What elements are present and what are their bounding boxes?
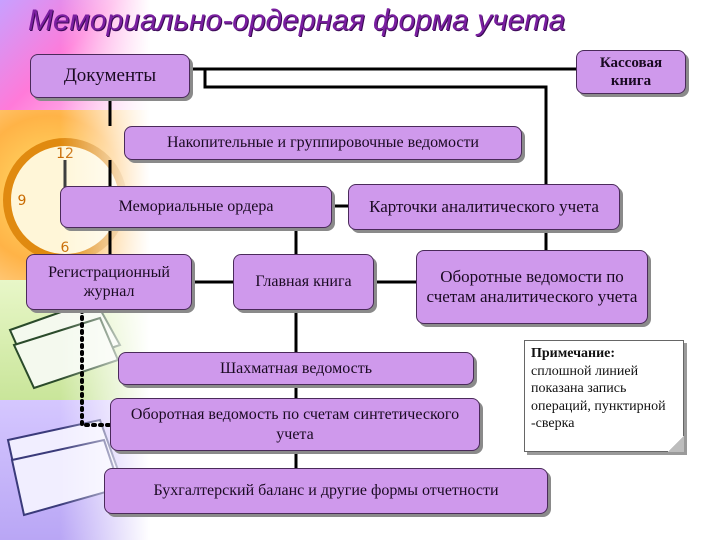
note-heading: Примечание: bbox=[531, 346, 616, 361]
box-general-ledger: Главная книга bbox=[233, 254, 374, 310]
box-cash-book: Кассовая книга bbox=[576, 50, 686, 94]
box-documents: Документы bbox=[30, 54, 190, 98]
box-analytic-turnover-label: Оборотные ведомости по счетам аналитичес… bbox=[426, 266, 638, 306]
box-synthetic-turnover: Оборотная ведомость по счетам синтетичес… bbox=[110, 398, 480, 451]
box-documents-label: Документы bbox=[63, 64, 157, 86]
note-fold-icon bbox=[668, 436, 684, 452]
box-synthetic-turnover-label: Оборотная ведомость по счетам синтетичес… bbox=[130, 406, 460, 443]
box-analytic-turnover: Оборотные ведомости по счетам аналитичес… bbox=[416, 250, 648, 324]
box-chess-sheet-label: Шахматная ведомость bbox=[219, 359, 373, 377]
box-analytic-cards-label: Карточки аналитического учета bbox=[369, 196, 599, 216]
box-analytic-cards: Карточки аналитического учета bbox=[348, 184, 620, 230]
svg-text:9: 9 bbox=[18, 193, 27, 209]
box-registration-journal: Регистрационный журнал bbox=[26, 254, 192, 310]
box-general-ledger-label: Главная книга bbox=[255, 273, 352, 291]
box-memorial-orders: Мемориальные ордера bbox=[60, 186, 332, 228]
box-balance: Бухгалтерский баланс и другие формы отче… bbox=[104, 468, 548, 514]
box-cash-book-label: Кассовая книга bbox=[599, 55, 663, 89]
note-box: Примечание: сплошной линией показана зап… bbox=[524, 340, 684, 452]
note-text: сплошной линией показана запись операций… bbox=[531, 363, 666, 432]
box-accumulative-sheets-label: Накопительные и группировочные ведомости bbox=[167, 134, 479, 152]
box-memorial-orders-label: Мемориальные ордера bbox=[118, 198, 274, 216]
box-registration-journal-label: Регистрационный журнал bbox=[48, 263, 170, 300]
page-title: Мемориально-ордерная форма учета bbox=[28, 4, 566, 37]
box-balance-label: Бухгалтерский баланс и другие формы отче… bbox=[153, 482, 499, 500]
box-accumulative-sheets: Накопительные и группировочные ведомости bbox=[124, 126, 522, 160]
box-chess-sheet: Шахматная ведомость bbox=[118, 352, 474, 385]
